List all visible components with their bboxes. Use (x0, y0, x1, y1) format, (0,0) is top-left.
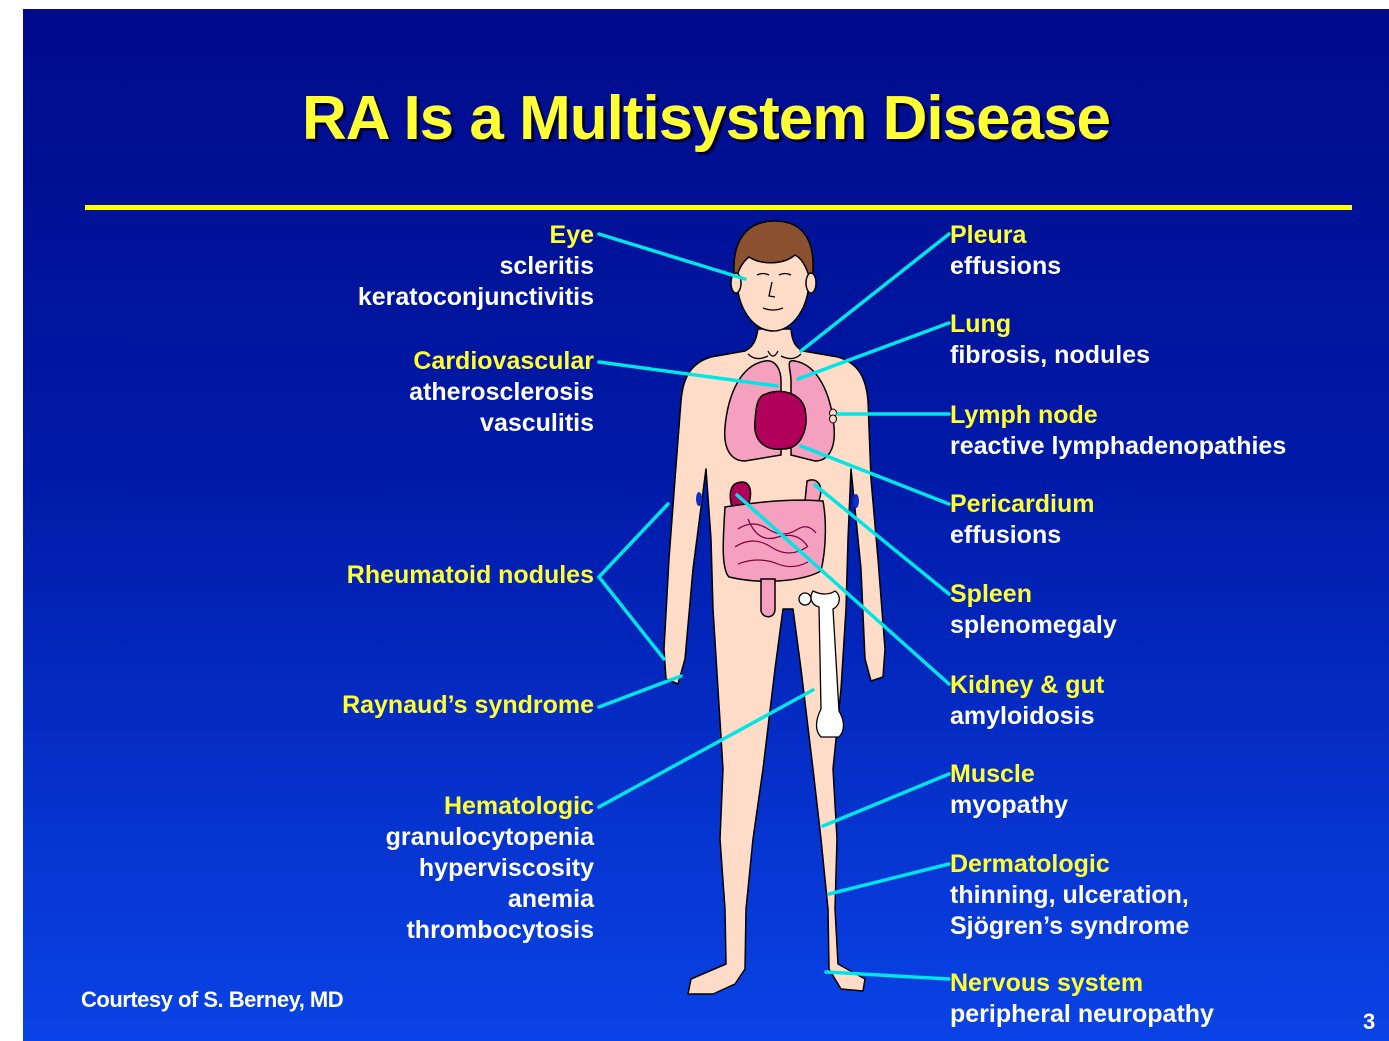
label-heading: Kidney & gut (950, 670, 1104, 701)
credit-text: Courtesy of S. Berney, MD (81, 987, 343, 1013)
label-detail: splenomegaly (950, 610, 1117, 641)
leader-nodules-upper (599, 504, 668, 577)
label-detail: vasculitis (409, 408, 594, 439)
label-detail: granulocytopenia (386, 822, 594, 853)
label-heading: Pleura (950, 220, 1061, 251)
label-detail: scleritis (358, 251, 594, 282)
label-raynauds: Raynaud’s syndrome (342, 690, 594, 721)
leader-nodules-lower (599, 577, 664, 659)
label-heading: Eye (358, 220, 594, 251)
label-cardiovascular: Cardiovascular atherosclerosis vasculiti… (409, 346, 594, 439)
slide: RA Is a Multisystem Disease (23, 9, 1389, 1041)
label-pleura: Pleura effusions (950, 220, 1061, 282)
page-number: 3 (1363, 1009, 1375, 1035)
nodule-left (696, 492, 702, 506)
intestines-organ (723, 500, 825, 581)
label-pericardium: Pericardium effusions (950, 489, 1095, 551)
label-heading: Raynaud’s syndrome (342, 690, 594, 721)
label-heading: Muscle (950, 759, 1068, 790)
label-kidney-gut: Kidney & gut amyloidosis (950, 670, 1104, 732)
label-detail: myopathy (950, 790, 1068, 821)
label-heading: Dermatologic (950, 849, 1189, 880)
label-detail: peripheral neuropathy (950, 999, 1214, 1030)
label-heading: Lung (950, 309, 1150, 340)
label-heading: Rheumatoid nodules (347, 560, 594, 591)
leader-raynaud (599, 676, 681, 707)
label-heading: Cardiovascular (409, 346, 594, 377)
label-detail: thrombocytosis (386, 915, 594, 946)
label-heading: Lymph node (950, 400, 1286, 431)
leader-hematologic (599, 690, 813, 807)
heart-organ (755, 391, 806, 449)
label-detail: fibrosis, nodules (950, 340, 1150, 371)
nodule-right (853, 494, 859, 508)
label-hematologic: Hematologic granulocytopenia hyperviscos… (386, 791, 594, 946)
label-dermatologic: Dermatologic thinning, ulceration, Sjögr… (950, 849, 1189, 942)
label-lung: Lung fibrosis, nodules (950, 309, 1150, 371)
label-detail: hyperviscosity (386, 853, 594, 884)
label-detail: anemia (386, 884, 594, 915)
label-lymph-node: Lymph node reactive lymphadenopathies (950, 400, 1286, 462)
label-detail: keratoconjunctivitis (358, 282, 594, 313)
leader-muscle (823, 774, 949, 826)
label-muscle: Muscle myopathy (950, 759, 1068, 821)
label-detail: amyloidosis (950, 701, 1104, 732)
label-heading: Spleen (950, 579, 1117, 610)
label-eye: Eye scleritis keratoconjunctivitis (358, 220, 594, 313)
label-detail: atherosclerosis (409, 377, 594, 408)
label-nervous-system: Nervous system peripheral neuropathy (950, 968, 1214, 1030)
leader-dermatologic (829, 864, 949, 894)
leader-eye (599, 234, 745, 279)
label-heading: Pericardium (950, 489, 1095, 520)
label-rheumatoid-nodules: Rheumatoid nodules (347, 560, 594, 591)
label-heading: Nervous system (950, 968, 1214, 999)
leader-lung (798, 323, 949, 379)
label-detail: reactive lymphadenopathies (950, 431, 1286, 462)
label-detail: thinning, ulceration, (950, 880, 1189, 911)
leader-pleura (801, 234, 949, 351)
label-heading: Hematologic (386, 791, 594, 822)
label-spleen: Spleen splenomegaly (950, 579, 1117, 641)
label-detail: effusions (950, 251, 1061, 282)
label-detail: effusions (950, 520, 1095, 551)
label-detail: Sjögren’s syndrome (950, 911, 1189, 942)
